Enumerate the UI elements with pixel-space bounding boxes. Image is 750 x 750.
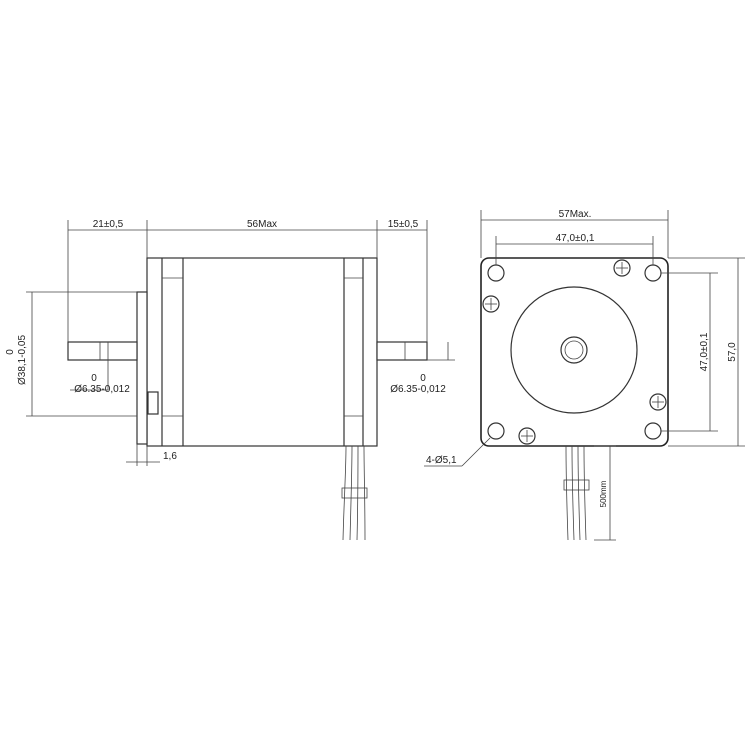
screw-icon	[613, 259, 631, 277]
body-length-label: 56Max	[247, 219, 277, 230]
front-shaft-length-label: 21±0,5	[93, 219, 124, 230]
overall-height-label: 57,0	[727, 342, 738, 362]
pilot-flange	[136, 291, 148, 445]
motor-body-outline	[146, 257, 378, 447]
hole-callout-label: 4-Ø5,1	[426, 455, 457, 466]
overall-width-label: 57Max.	[559, 209, 592, 220]
side-view: 21±0,5 56Max 15±0,5 0 Ø38,1-0,05 0 Ø6.35…	[5, 219, 455, 541]
side-wire-bundle	[341, 445, 368, 541]
rear-shaft-dia-label: Ø6.35-0,012	[390, 384, 446, 395]
flange-thickness-label: 1,6	[163, 451, 177, 462]
rear-shaft-dia-tol-label: 0	[420, 373, 426, 384]
front-shaft	[67, 341, 138, 361]
front-wire-bundle	[563, 445, 590, 541]
screw-icon	[518, 427, 536, 445]
rear-shaft	[376, 341, 428, 361]
lead-length-label: 500mm	[599, 480, 608, 507]
pilot-dia-tol-label: 0	[5, 349, 16, 355]
shaft-circle	[560, 336, 588, 364]
screw-icon	[649, 393, 667, 411]
connector-tab	[147, 391, 159, 415]
hole-callout-leader	[461, 437, 491, 467]
front-shaft-dia-tol-label: 0	[91, 373, 97, 384]
hole-spacing-v-label: 47,0±0,1	[699, 332, 710, 371]
front-view: 57Max. 47,0±0,1 47,0±0,1 57,0 4-Ø5,1 500…	[424, 209, 745, 541]
rear-shaft-length-label: 15±0,5	[388, 219, 419, 230]
pilot-dia-label: Ø38,1-0,05	[17, 335, 28, 385]
mount-hole-bottom-left	[487, 422, 505, 440]
hole-spacing-h-label: 47,0±0,1	[556, 233, 595, 244]
pilot-boss-circle	[510, 286, 638, 414]
front-face-outline	[480, 257, 669, 447]
screw-icon	[482, 295, 500, 313]
shaft-inner-circle	[564, 340, 584, 360]
front-shaft-dia-label: Ø6.35-0,012	[74, 384, 130, 395]
